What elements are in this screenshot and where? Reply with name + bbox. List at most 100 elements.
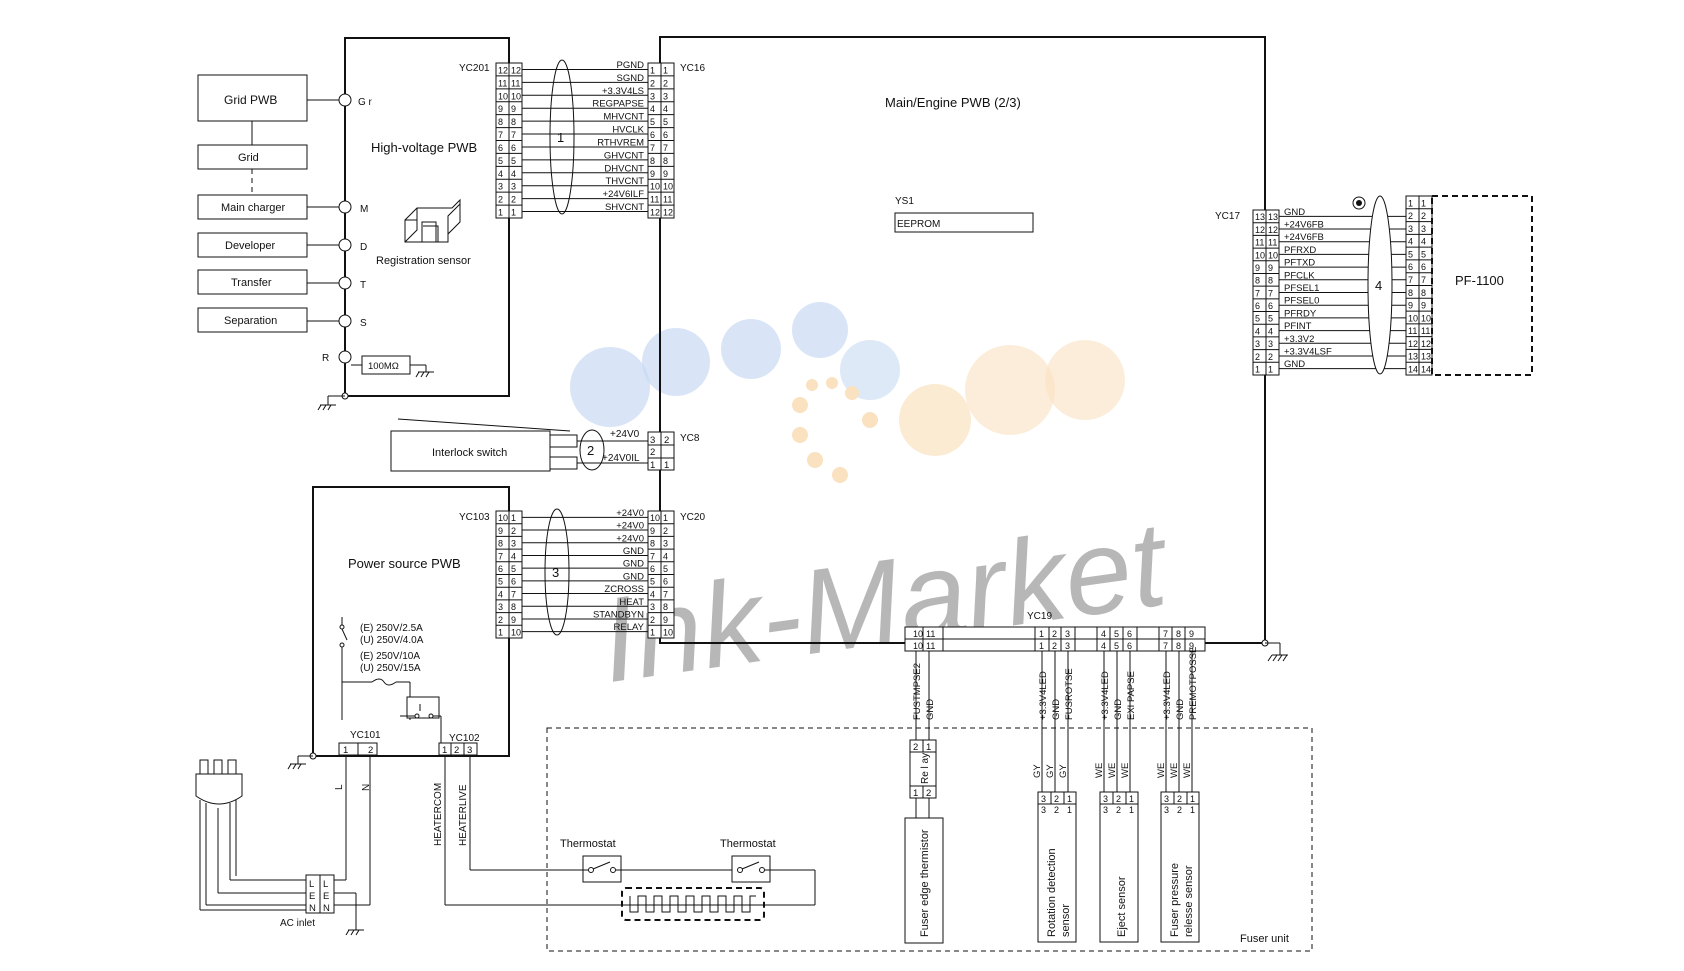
interlock-switch-box [390, 430, 551, 472]
power-plug-icon [195, 759, 243, 910]
yc20-signal: GND [623, 571, 644, 582]
yc103-pin: 1 [511, 513, 516, 523]
harness-4-label: 4 [1375, 278, 1382, 293]
yc8-signal-1: +24V0 [610, 429, 640, 440]
yc201-pin: 3 [498, 182, 503, 192]
yc201-label: YC201 [459, 63, 490, 74]
yc16-pin: 7 [650, 143, 655, 153]
yc17-pin: 3 [1268, 339, 1273, 349]
sensor-pin: 1 [1129, 805, 1134, 815]
yc20-pin: 8 [650, 539, 655, 549]
yc103-pin: 6 [511, 577, 516, 587]
yc19-signal: +3.3V4LED [1162, 671, 1173, 720]
yc19-signal: GND [1175, 699, 1186, 720]
yc16-signal: SHVCNT [605, 202, 644, 213]
yc17-pin: 11 [1255, 238, 1264, 248]
yc103-pin: 10 [511, 628, 521, 638]
yc19-pin: 9 [1189, 629, 1194, 639]
pf-pin: 14 [1421, 365, 1431, 375]
yc103-pin: 10 [498, 513, 508, 523]
yc17-pin: 2 [1268, 352, 1273, 362]
yc201-pin: 5 [498, 156, 503, 166]
thermostat-2-label: Thermostat [720, 838, 776, 850]
yc17-pin: 1 [1268, 365, 1273, 375]
yc17-pin: 10 [1268, 250, 1278, 260]
tap-gr: G r [358, 97, 373, 108]
fuser-unit-label: Fuser unit [1240, 933, 1289, 945]
relay-pin: 2 [926, 788, 931, 799]
yc16-signal: SGND [617, 73, 645, 84]
sensor-pin: 3 [1041, 794, 1046, 804]
rotation-sensor-label-2: sensor [1060, 904, 1072, 937]
yc8-signal-2: +24V0IL [602, 453, 640, 464]
yc201-pin: 9 [511, 104, 516, 114]
yc20-signal: +24V0 [616, 521, 644, 532]
yc16-pin: 8 [663, 156, 668, 166]
yc20-pin: 9 [650, 526, 655, 536]
wire-color: GY [1045, 764, 1056, 778]
yc16-pin: 4 [650, 104, 655, 114]
yc19-pin: 6 [1127, 641, 1132, 651]
yc103-pin: 3 [498, 602, 503, 612]
yc17-pin: 13 [1268, 212, 1278, 222]
yc16-pin: 12 [650, 208, 660, 218]
yc19-pin: 9 [1189, 641, 1194, 651]
yc103-pin: 2 [498, 615, 503, 625]
yc102-pin: 3 [467, 745, 472, 756]
yc17-pin: 4 [1268, 326, 1273, 336]
yc201-pin: 1 [498, 208, 503, 218]
yc20-signal: +24V0 [616, 533, 644, 544]
yc20-pin: 10 [650, 513, 660, 523]
pf-pin: 10 [1408, 313, 1418, 323]
watermark-text: Ink-Market [593, 496, 1178, 708]
yc17-label: YC17 [1215, 211, 1240, 222]
sensor-pin: 2 [1116, 805, 1121, 815]
yc201-pin: 2 [511, 195, 516, 205]
yc201-pin: 4 [498, 169, 503, 179]
pf-pin: 11 [1421, 326, 1430, 336]
pf-pin: 5 [1408, 249, 1413, 259]
wire-n-label: N [361, 784, 372, 791]
yc102-connector [438, 742, 478, 756]
yc20-signal: +24V0 [616, 508, 644, 519]
yc17-signal: +3.3V2 [1284, 334, 1314, 345]
yc16-signal: PGND [617, 60, 645, 71]
registration-sensor-icon [404, 198, 461, 243]
yc201-pin: 6 [511, 143, 516, 153]
yc16-signal: DHVCNT [604, 163, 644, 174]
yc201-pin: 10 [511, 91, 521, 101]
yc20-pin: 1 [650, 628, 655, 638]
yc201-pin: 7 [511, 130, 516, 140]
yc17-pin: 1 [1255, 365, 1260, 375]
yc17-pin: 6 [1255, 301, 1260, 311]
yc17-signal: PFRDY [1284, 308, 1317, 319]
pf-pin: 8 [1421, 288, 1426, 298]
yc16-pin: 12 [663, 208, 673, 218]
yc201-pin: 11 [511, 78, 520, 88]
yc8-label: YC8 [680, 433, 700, 444]
main-charger-box [197, 194, 308, 220]
yc16-pin: 10 [650, 182, 660, 192]
yc103-pin: 3 [511, 539, 516, 549]
pf-pin: 13 [1421, 352, 1431, 362]
rotation-sensor-label-1: Rotation detection [1046, 848, 1058, 937]
sensor-pin: 2 [1054, 805, 1059, 815]
pf-pin: 3 [1421, 224, 1426, 234]
yc20-signal: HEAT [619, 597, 644, 608]
yc16-pin: 8 [650, 156, 655, 166]
harness-4 [1367, 195, 1393, 375]
yc19-signal: GND [1051, 699, 1062, 720]
yc17-signal: +24V6FB [1284, 220, 1324, 231]
yc8-pin: 2 [664, 435, 669, 446]
pf-pin: 2 [1421, 211, 1426, 221]
yc16-signal: MHVCNT [603, 112, 644, 123]
yc19-signal: FUSROTSE [1064, 668, 1075, 720]
fuser-pressure-sensor [1160, 791, 1200, 943]
yc19-signal: EXI PAPSE [1126, 671, 1137, 720]
thermostat-1-label: Thermostat [560, 838, 616, 850]
yc103-pin: 1 [498, 628, 503, 638]
registration-sensor-label: Registration sensor [376, 255, 471, 267]
heater-coil-icon [629, 895, 756, 913]
pf-pin: 13 [1408, 352, 1418, 362]
ground-symbol-main [1267, 654, 1288, 662]
